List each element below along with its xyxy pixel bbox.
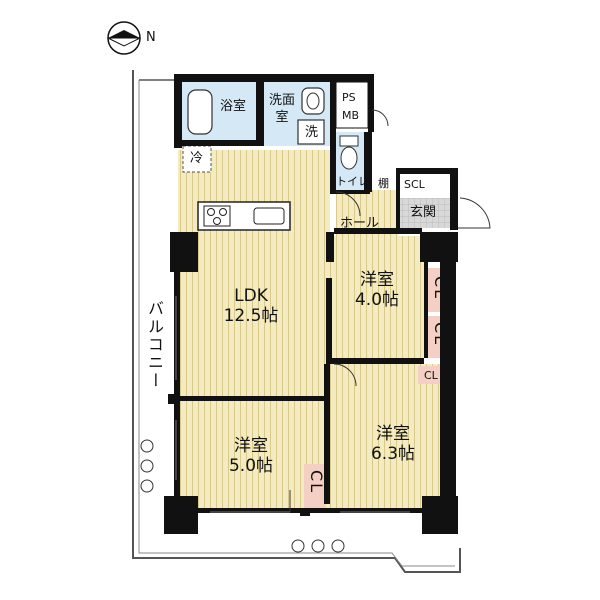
shelf-label: 棚 <box>378 177 389 190</box>
entrance-floor <box>398 198 452 228</box>
west2-name: 洋室 <box>234 436 268 456</box>
bath-label: 浴室 <box>220 99 247 114</box>
west2-label: 洋室 5.0帖 <box>216 436 286 476</box>
toilet-bowl <box>340 146 358 170</box>
hall-label: ホール <box>340 216 380 231</box>
balcony <box>132 70 461 573</box>
west1-floor <box>330 236 424 360</box>
west3-floor <box>328 364 440 512</box>
closet-west1-b-label: CL <box>431 322 450 347</box>
stove <box>203 205 231 227</box>
toilet-label: トイレ <box>336 175 369 188</box>
west3-size: 6.3帖 <box>370 444 416 464</box>
closet-west1-a-label: CL <box>431 276 450 301</box>
west1-label: 洋室 4.0帖 <box>344 270 410 310</box>
entrance-label: 玄関 <box>410 205 437 220</box>
bathtub <box>187 89 213 135</box>
fridge-label: 冷 <box>190 151 204 166</box>
washbasin <box>301 87 325 115</box>
mb-label: MB <box>342 109 360 122</box>
ldk-size: 12.5帖 <box>223 306 279 326</box>
doors <box>289 109 491 512</box>
west3-label: 洋室 6.3帖 <box>358 424 428 464</box>
ldk-label: LDK 12.5帖 <box>216 286 286 326</box>
west3-name: 洋室 <box>376 424 410 444</box>
kitchen-sink <box>253 207 285 225</box>
washer-label: 洗 <box>305 125 319 140</box>
fridge-space <box>182 145 212 173</box>
ldk-name: LDK <box>234 286 268 306</box>
balcony-label: バルコニー <box>145 300 164 390</box>
west2-size: 5.0帖 <box>228 456 274 476</box>
closet-west2 <box>304 464 326 508</box>
compass-north-label: N <box>146 30 156 45</box>
ldk-floor <box>178 150 330 400</box>
scl-floor <box>398 172 436 194</box>
ps-label: PS <box>342 91 356 104</box>
shrub-icons <box>140 439 345 553</box>
compass-icon <box>107 21 141 55</box>
west1-size: 4.0帖 <box>354 290 400 310</box>
walls <box>164 74 458 534</box>
windows <box>175 296 410 513</box>
west2-floor <box>178 400 328 512</box>
closet-west2-label: CL <box>307 470 326 495</box>
washer-space <box>297 119 325 145</box>
closet-west3-label: CL <box>424 369 438 382</box>
west1-name: 洋室 <box>360 270 394 290</box>
washroom-label: 洗面室 <box>268 93 295 125</box>
scl-label: SCL <box>404 178 425 191</box>
